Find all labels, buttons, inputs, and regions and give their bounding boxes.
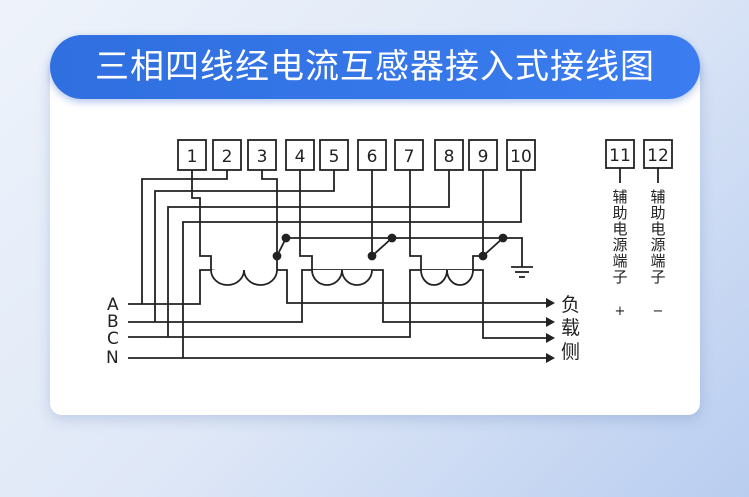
link-switch-c	[482, 237, 504, 257]
link-dot	[478, 251, 488, 261]
terminal-block: 1 2 3 4 5 6 7 8 9 10	[177, 139, 536, 171]
load-side-label: 侧	[561, 341, 580, 363]
ground-icon	[511, 266, 533, 278]
terminal-number: 9	[478, 147, 489, 167]
aux-terminal-polarity: +	[615, 304, 626, 319]
voltage-bus	[286, 237, 523, 267]
load-side-label: 负	[561, 294, 580, 316]
aux-terminal-label: 辅	[612, 188, 627, 206]
link-dot	[387, 233, 397, 243]
wire-terminal-10	[182, 170, 522, 358]
aux-terminal-label: 源	[612, 236, 627, 254]
terminal-box-12	[643, 139, 673, 169]
terminal-number: 5	[329, 147, 340, 167]
wire-terminal-7	[409, 170, 422, 270]
load-side-label: 载	[561, 317, 580, 339]
aux-terminal-label: 助	[650, 204, 665, 222]
link-switch-b	[371, 237, 393, 257]
link-dot	[367, 251, 377, 261]
terminal-number: 10	[510, 147, 532, 167]
aux-terminal-label: 助	[612, 204, 627, 222]
terminal-number-11: 11	[609, 146, 631, 166]
aux-terminal-label: 子	[650, 268, 665, 286]
link-dot	[498, 233, 508, 243]
phase-label-a: A	[107, 295, 119, 315]
phase-label-b: B	[107, 312, 119, 332]
terminal-box-1	[177, 139, 207, 171]
terminal-number: 1	[187, 147, 198, 167]
terminal-number: 2	[222, 147, 233, 167]
terminal-number: 8	[444, 147, 455, 167]
wire-terminal-2	[141, 170, 228, 304]
aux-terminal-label: 电	[612, 220, 627, 238]
aux-terminal-polarity: −	[653, 304, 664, 319]
aux-terminal-label: 辅	[650, 188, 665, 206]
terminal-number: 6	[367, 147, 378, 167]
aux-terminal-label: 端	[612, 252, 627, 270]
wire-terminal-8	[167, 170, 450, 337]
terminal-box-9	[468, 139, 498, 171]
voltage-links	[272, 233, 508, 261]
aux-terminal-label: 子	[612, 268, 627, 286]
aux-terminal-label: 电	[650, 220, 665, 238]
terminal-box-11	[605, 139, 635, 169]
arrow-icon	[546, 298, 555, 308]
wire-terminal-3	[261, 170, 278, 256]
wire-terminal-1	[191, 170, 212, 270]
ct-coils	[210, 256, 474, 286]
ct-coil-2	[311, 269, 373, 286]
phase-label-n: N	[106, 348, 119, 368]
ct-coil-3	[420, 269, 474, 286]
arrow-icon	[546, 317, 555, 327]
terminal-number: 7	[404, 147, 415, 167]
wire-terminal-4	[299, 170, 313, 270]
arrow-icon	[546, 353, 555, 363]
wire-terminal-5	[154, 170, 335, 322]
terminal-number: 3	[257, 147, 268, 167]
terminal-box-8	[434, 139, 464, 171]
link-dot	[281, 233, 291, 243]
page-title: 三相四线经电流互感器接入式接线图	[50, 35, 700, 99]
arrow-icon	[546, 333, 555, 343]
terminal-number: 4	[295, 147, 306, 167]
terminal-box-7	[394, 139, 424, 171]
terminal-number-12: 12	[647, 146, 669, 166]
link-dot	[272, 251, 282, 261]
ct-coil-1	[210, 256, 278, 286]
aux-terminal-label: 端	[650, 252, 665, 270]
phase-label-c: C	[107, 329, 119, 349]
aux-terminal-label: 源	[650, 236, 665, 254]
load-arrows	[546, 298, 555, 363]
